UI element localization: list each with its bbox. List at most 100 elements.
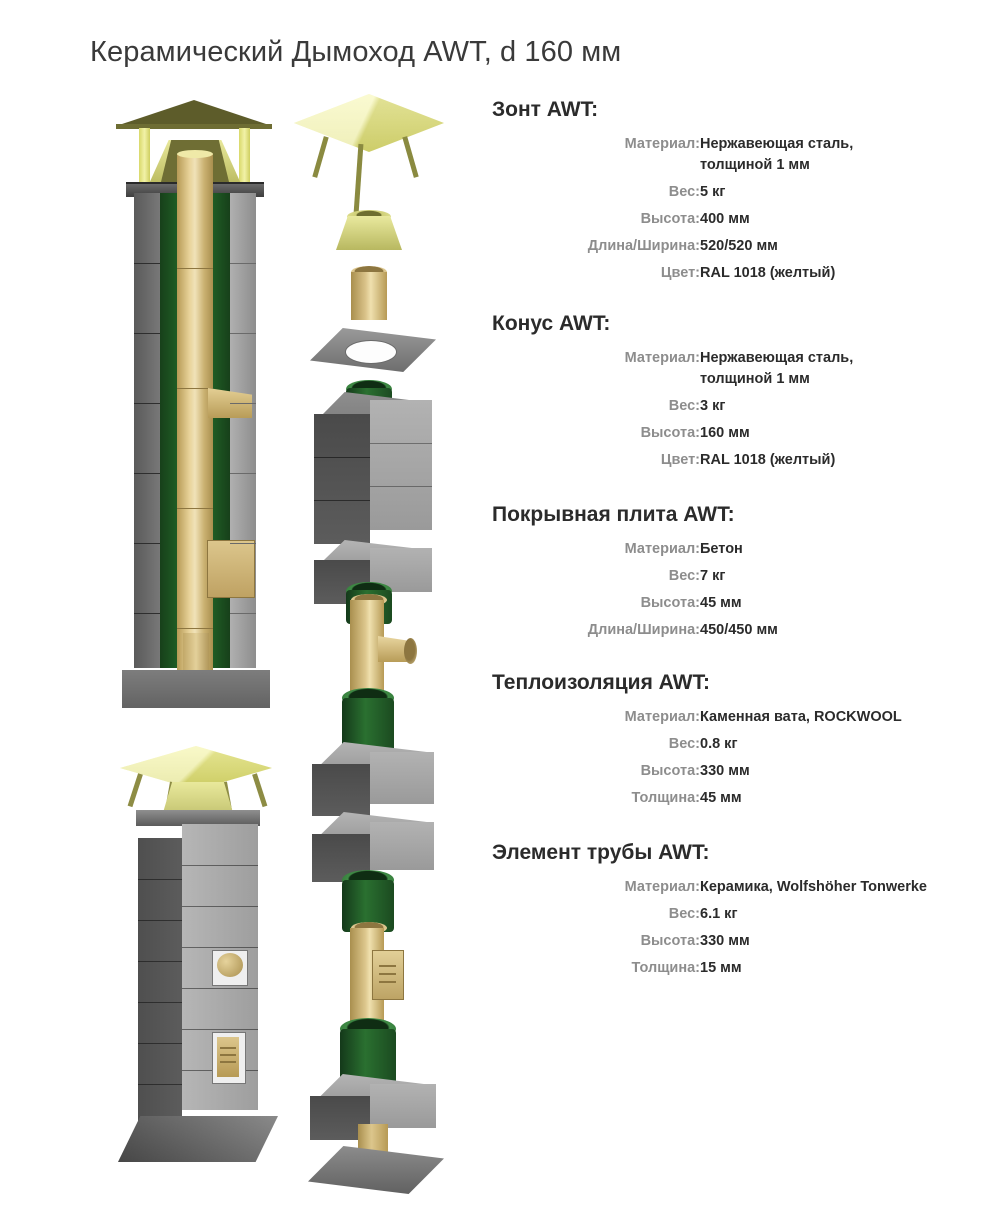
spec-value: 450/450 мм: [700, 622, 778, 639]
rain-cap-roof-icon: [116, 100, 272, 126]
spec-value: 400 мм: [700, 211, 750, 228]
spec-value: Бетон: [700, 541, 743, 558]
spec-value: RAL 1018 (желтый): [700, 452, 836, 469]
spec-table: Материал: Керамика, Wolfshöher Tonwerke …: [500, 877, 927, 985]
pipe-joint: [177, 628, 213, 629]
spec-label: Вес:: [668, 398, 700, 415]
assembled-chimney-figure: [108, 738, 288, 1198]
inspection-door-panel: [217, 1037, 239, 1077]
spec-block-zont: Зонт AWT: Материал: Нержавеющая сталь, т…: [492, 98, 992, 290]
spec-heading: Элемент трубы AWT:: [492, 841, 710, 865]
spec-value: Нержавеющая сталь, толщиной 1 мм: [700, 136, 854, 174]
spec-value: 330 мм: [700, 763, 750, 780]
cone-element: [336, 216, 402, 250]
spec-row: Материал: Керамика, Wolfshöher Tonwerke: [500, 877, 927, 904]
spec-label: Вес:: [668, 568, 700, 585]
spec-label: Высота:: [640, 763, 700, 780]
spec-value: 5 кг: [700, 184, 726, 201]
spec-row: Длина/Ширина: 450/450 мм: [500, 620, 778, 647]
spec-label: Материал:: [624, 136, 700, 152]
inspection-door-section: [207, 540, 255, 598]
spec-label: Вес:: [668, 184, 700, 201]
spec-label: Высота:: [640, 211, 700, 228]
pipe-foot-section: [183, 633, 209, 675]
spec-value: Нержавеющая сталь, толщиной 1 мм: [700, 350, 854, 388]
spec-value: 160 мм: [700, 425, 750, 442]
exploded-parts-figure: [288, 88, 473, 1208]
block-face-left: [312, 764, 370, 816]
spec-label: Толщина:: [631, 790, 700, 807]
rain-cap-leg: [402, 136, 419, 178]
block-face-right: [370, 1084, 436, 1128]
spec-value: RAL 1018 (желтый): [700, 265, 836, 282]
spec-row: Вес: 7 кг: [500, 566, 778, 593]
spec-row: Толщина: 15 мм: [500, 958, 927, 985]
spec-table: Материал: Нержавеющая сталь, толщиной 1 …: [500, 348, 910, 477]
block-joint: [182, 865, 258, 866]
inspection-door: [212, 1032, 246, 1084]
block-joint: [230, 403, 256, 404]
block-joint: [134, 263, 160, 264]
spec-heading: Конус AWT:: [492, 312, 611, 336]
spec-label: Вес:: [668, 906, 700, 923]
spec-value: 3 кг: [700, 398, 726, 415]
spec-label: Вес:: [668, 736, 700, 753]
tee-branch-opening: [404, 638, 417, 664]
spec-row: Материал: Нержавеющая сталь, толщиной 1 …: [500, 348, 910, 396]
block-joint: [182, 906, 258, 907]
flue-opening: [212, 950, 248, 986]
block-joint: [314, 500, 370, 501]
rain-cap-leg: [312, 136, 329, 178]
block-joint: [138, 1084, 182, 1085]
spec-label: Длина/Ширина:: [587, 238, 700, 255]
spec-block-konus: Конус AWT: Материал: Нержавеющая сталь, …: [492, 312, 992, 477]
spec-row: Материал: Нержавеющая сталь, толщиной 1 …: [500, 134, 910, 182]
block-face-right: [370, 822, 434, 870]
spec-value: 330 мм: [700, 933, 750, 950]
spec-row: Вес: 0.8 кг: [500, 734, 902, 761]
block-tower: [138, 824, 258, 1124]
block-joint: [230, 613, 256, 614]
spec-value: Керамика, Wolfshöher Tonwerke: [700, 879, 927, 896]
block-joint: [370, 486, 432, 487]
spec-value: 45 мм: [700, 790, 742, 807]
spec-value: 15 мм: [700, 960, 742, 977]
block-joint: [138, 1002, 182, 1003]
cover-plate-hole: [345, 340, 397, 364]
spec-row: Материал: Бетон: [500, 539, 778, 566]
block-face-left: [314, 414, 370, 544]
block-face-right: [370, 752, 434, 804]
block-joint: [138, 1043, 182, 1044]
block-joint: [230, 333, 256, 334]
pipe-joint: [177, 388, 213, 389]
spec-row: Вес: 3 кг: [500, 396, 910, 423]
spec-label: Высота:: [640, 933, 700, 950]
ceramic-pipe-element: [351, 272, 387, 320]
block-joint: [230, 543, 256, 544]
spec-label: Материал:: [624, 709, 700, 726]
block-joint: [138, 879, 182, 880]
spec-row: Длина/Ширина: 520/520 мм: [500, 236, 910, 263]
inspection-door-panel: [372, 950, 404, 1000]
block-joint: [182, 1029, 258, 1030]
spec-row: Высота: 400 мм: [500, 209, 910, 236]
rain-cap-sheen: [294, 94, 444, 152]
specifications-panel: Зонт AWT: Материал: Нержавеющая сталь, т…: [492, 98, 992, 991]
spec-value: 7 кг: [700, 568, 726, 585]
block-joint: [134, 473, 160, 474]
spec-label: Материал:: [624, 350, 700, 367]
spec-row: Высота: 160 мм: [500, 423, 910, 450]
rain-cap-leg: [127, 773, 143, 808]
base-plate: [118, 1116, 278, 1162]
spec-row: Цвет: RAL 1018 (желтый): [500, 263, 910, 290]
spec-table: Материал: Каменная вата, ROCKWOOL Вес: 0…: [500, 707, 902, 815]
spec-value: 45 мм: [700, 595, 742, 612]
insulation-left: [160, 193, 177, 668]
block-joint: [182, 988, 258, 989]
cover-plate: [136, 810, 260, 826]
block-joint: [370, 443, 432, 444]
product-illustrations: [0, 88, 470, 1208]
block-joint: [134, 403, 160, 404]
rain-cap-leg: [252, 773, 268, 808]
rain-cap-post-left: [139, 128, 150, 186]
